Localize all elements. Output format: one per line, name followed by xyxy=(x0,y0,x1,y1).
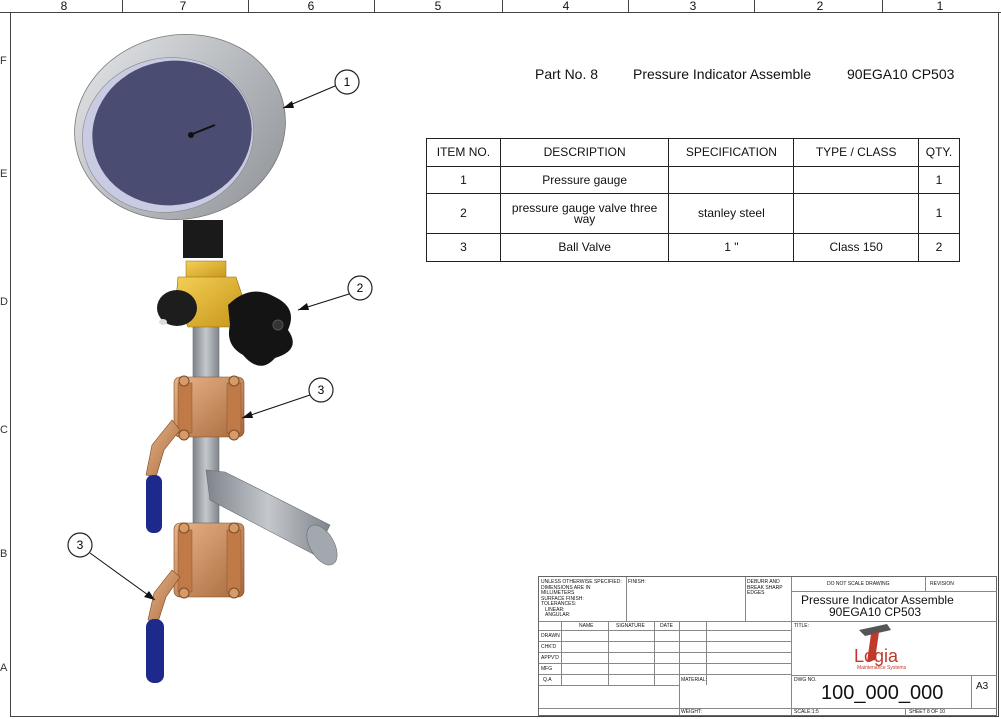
zone-row-label: C xyxy=(0,424,8,436)
bom-cell: pressure gauge valve three way xyxy=(499,193,670,234)
ball-valve-lower xyxy=(146,522,245,683)
col-date: DATE xyxy=(660,623,673,629)
callout-number: 3 xyxy=(318,383,325,397)
note-angular: ANGULAR: xyxy=(545,612,571,618)
bom-cell: 3 xyxy=(426,233,501,262)
bom-row: 1 Pressure gauge 1 xyxy=(426,166,960,194)
bom-cell: 1 xyxy=(918,166,960,194)
note-surface: SURFACE FINISH: xyxy=(541,595,584,602)
zone-divider xyxy=(754,0,755,12)
note-tolerances: TOLERANCES: xyxy=(541,601,577,607)
bom-cell: Ball Valve xyxy=(499,233,670,262)
deburr-note: DEBURR AND BREAK SHARP EDGES xyxy=(747,579,783,596)
zone-divider xyxy=(628,0,629,12)
row-drawn: DRAWN xyxy=(541,633,560,639)
bom-row: 3 Ball Valve 1 " Class 150 2 xyxy=(426,233,960,262)
row-approved: APPV'D xyxy=(541,655,559,661)
assembly-illustration xyxy=(74,33,338,683)
zone-label: 7 xyxy=(179,0,187,13)
callout-3-upper: 3 xyxy=(241,377,334,419)
callout-number: 2 xyxy=(357,281,364,295)
callout-2: 2 xyxy=(297,275,373,311)
revision-label: REVISION xyxy=(930,581,954,587)
drawing-frame xyxy=(10,13,999,717)
callout-number: 1 xyxy=(344,75,351,89)
pressure-gauge xyxy=(74,33,286,258)
bom-cell: Class 150 xyxy=(793,233,919,262)
ball-valve-upper xyxy=(145,375,245,533)
bom-cell xyxy=(668,166,795,194)
bom-cell: 1 xyxy=(918,193,960,234)
callout-number: 3 xyxy=(77,538,84,552)
zone-label: 3 xyxy=(689,0,697,13)
title-line-1: Pressure Indicator Assemble xyxy=(801,593,954,607)
assembly-code: 90EGA10 CP503 xyxy=(847,66,955,82)
zone-label: 1 xyxy=(936,0,944,13)
zone-label: 6 xyxy=(307,0,315,13)
zone-row-label: D xyxy=(0,296,8,308)
three-way-valve xyxy=(157,260,293,366)
tolerance-notes: UNLESS OTHERWISE SPECIFIED: DIMENSIONS A… xyxy=(541,579,625,619)
zone-ruler-top: 8 7 6 5 4 3 2 1 xyxy=(0,0,1001,13)
zone-divider xyxy=(248,0,249,12)
zone-divider xyxy=(122,0,123,12)
bom-cell: 2 xyxy=(918,233,960,262)
title-line-2: 90EGA10 CP503 xyxy=(829,605,922,619)
bom-header-row: ITEM NO. DESCRIPTION SPECIFICATION TYPE … xyxy=(426,138,960,167)
sheet-number: SHEET 8 OF 10 xyxy=(909,709,946,715)
logo-subtitle: Maintenance Systems xyxy=(857,665,907,671)
zone-label: 4 xyxy=(562,0,570,13)
zone-divider xyxy=(502,0,503,12)
sheet-size: A3 xyxy=(976,681,989,692)
row-mfg: MFG xyxy=(541,666,553,672)
zone-row-label: B xyxy=(0,548,8,560)
bom-cell: 1 xyxy=(426,166,501,194)
row-qa: Q.A xyxy=(543,677,552,683)
bom-cell: stanley steel xyxy=(668,193,795,234)
pipe-end xyxy=(306,524,338,566)
title-block: UNLESS OTHERWISE SPECIFIED: DIMENSIONS A… xyxy=(538,576,997,716)
zone-divider xyxy=(374,0,375,12)
note-dims: DIMENSIONS ARE IN MILLIMETERS xyxy=(541,584,591,596)
title-label: TITLE: xyxy=(794,623,810,629)
part-number: Part No. 8 xyxy=(535,66,599,82)
do-not-scale-note: DO NOT SCALE DRAWING xyxy=(827,581,890,587)
finish-label: FINISH: xyxy=(628,579,646,585)
zone-label: 2 xyxy=(816,0,824,13)
callout-1: 1 xyxy=(282,69,360,109)
zone-row-label: A xyxy=(0,662,8,674)
col-name: NAME xyxy=(579,623,594,629)
logia-logo-icon xyxy=(859,624,891,662)
bom-cell: 1 " xyxy=(668,233,795,262)
dwg-no-label: DWG NO. xyxy=(794,677,817,683)
assembly-title: Pressure Indicator Assemble xyxy=(633,66,812,82)
note-linear: LINEAR: xyxy=(545,606,565,613)
bom-row: 2 pressure gauge valve three way stanley… xyxy=(426,193,960,234)
zone-row-label: E xyxy=(0,168,8,180)
row-checked: CHK'D xyxy=(541,644,557,650)
bom-header-type-class: TYPE / CLASS xyxy=(793,138,919,167)
bill-of-materials: ITEM NO. DESCRIPTION SPECIFICATION TYPE … xyxy=(426,138,960,262)
zone-label: 5 xyxy=(434,0,442,13)
zone-row-label: F xyxy=(0,55,7,67)
logo-text: Logia xyxy=(854,646,899,666)
zone-divider xyxy=(882,0,883,12)
scale-label: SCALE:1:5 xyxy=(794,709,819,715)
bom-header-qty: QTY. xyxy=(918,138,960,167)
note-unless: UNLESS OTHERWISE SPECIFIED: xyxy=(541,579,622,585)
col-signature: SIGNATURE xyxy=(616,623,645,629)
weight-label: WEIGHT: xyxy=(681,709,702,715)
material-label: MATERIAL: xyxy=(681,677,708,683)
zone-label: 8 xyxy=(60,0,68,13)
bom-cell: Pressure gauge xyxy=(499,166,670,194)
callout-3-lower: 3 xyxy=(67,532,156,601)
drawing-number: 100_000_000 xyxy=(821,682,944,704)
